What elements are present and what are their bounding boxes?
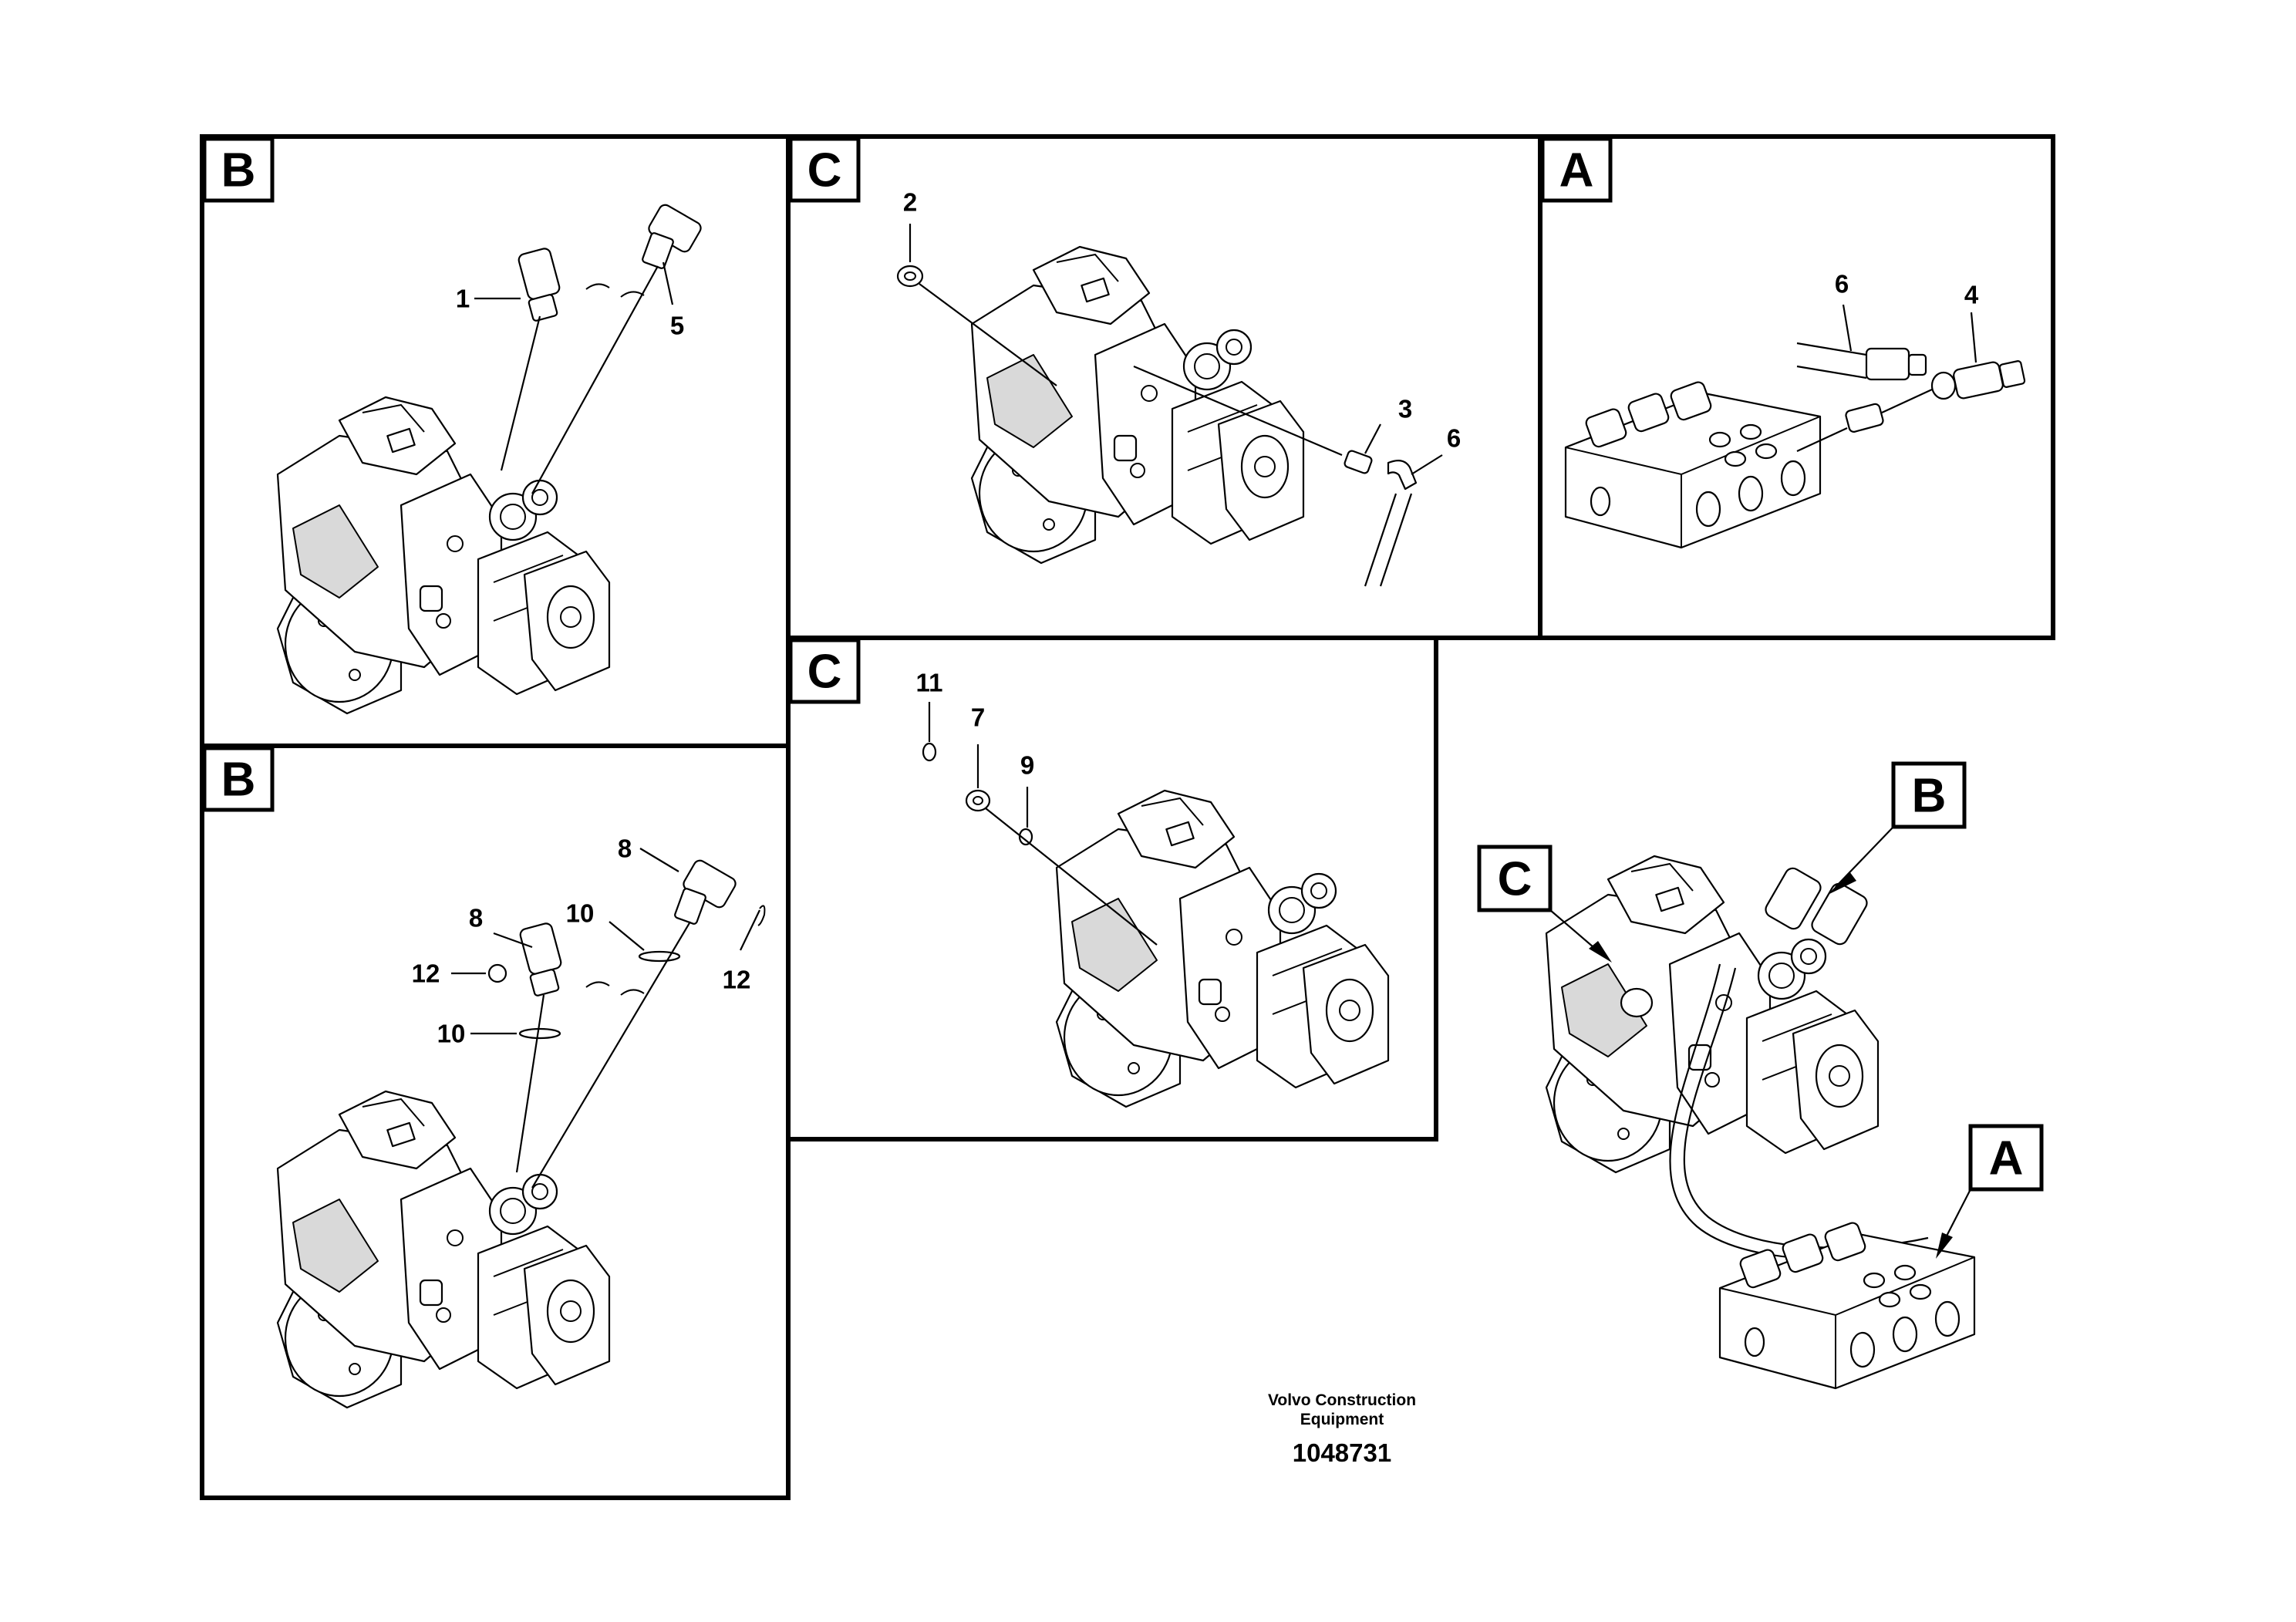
panel-label-b-top: B xyxy=(202,137,275,203)
callout-7: 7 xyxy=(971,703,985,732)
panel-label-b-bottom: B xyxy=(202,746,275,812)
svg-text:A: A xyxy=(1989,1132,2024,1185)
svg-text:C: C xyxy=(807,144,842,197)
panel-c-bottom-drawing: 11 7 9 xyxy=(916,669,1390,1108)
footer-company-line1: Volvo Construction xyxy=(1268,1391,1416,1409)
panel-label-c-bottom: C xyxy=(788,638,861,704)
panel-b-top-drawing: 1 5 xyxy=(276,204,702,715)
svg-text:C: C xyxy=(1498,853,1532,906)
callout-12-right: 12 xyxy=(723,966,751,994)
callout-5: 5 xyxy=(670,312,684,340)
fitting-8-left-icon xyxy=(519,922,562,996)
washer-10-upper-icon xyxy=(638,950,681,963)
oring-12-right-icon xyxy=(757,905,766,926)
callout-6-hose: 6 xyxy=(1447,424,1461,453)
footer: Volvo Construction Equipment 1048731 xyxy=(1268,1391,1416,1467)
panel-frame-a xyxy=(1538,134,2055,640)
fitting-1-icon xyxy=(518,248,561,322)
oring-11-icon xyxy=(922,742,937,762)
svg-text:B: B xyxy=(221,754,256,807)
callout-11: 11 xyxy=(916,669,943,697)
callout-4: 4 xyxy=(1964,281,1979,309)
fitting-3-icon xyxy=(1344,450,1373,474)
overview-label-a: A xyxy=(1936,1124,2044,1259)
seal-9-icon xyxy=(1018,828,1033,846)
fitting-4-icon xyxy=(1930,360,2026,400)
washer-10-lower-icon xyxy=(518,1027,561,1040)
svg-text:C: C xyxy=(807,646,842,699)
callout-8-left: 8 xyxy=(469,904,483,932)
adapter-icon xyxy=(1845,403,1884,433)
panel-frame-c-bottom xyxy=(786,636,1438,1141)
panel-frame-b-bottom xyxy=(200,744,791,1500)
oring-12-left-icon xyxy=(487,963,507,983)
overview-assembly: B C A xyxy=(1477,761,2044,1390)
plug-2-icon xyxy=(896,265,924,288)
fitting-5-icon xyxy=(642,204,702,269)
svg-text:B: B xyxy=(1912,770,1947,823)
svg-text:A: A xyxy=(1559,144,1594,197)
hose-6-a-icon xyxy=(1796,342,1927,381)
overview-label-c: C xyxy=(1477,845,1612,963)
hose-6-icon xyxy=(1364,459,1418,587)
callout-9: 9 xyxy=(1020,751,1034,780)
svg-text:B: B xyxy=(221,144,256,197)
callout-3: 3 xyxy=(1398,395,1412,423)
panel-label-a: A xyxy=(1540,137,1613,203)
panel-label-c-top: C xyxy=(788,137,861,203)
panel-a-drawing: 6 4 xyxy=(1564,270,2026,549)
callout-8-right: 8 xyxy=(618,835,632,863)
panel-b-bottom-drawing: 8 8 10 10 12 12 xyxy=(276,835,766,1409)
fitting-8-right-icon xyxy=(674,859,737,925)
figure-number: 1048731 xyxy=(1293,1438,1391,1467)
callout-2: 2 xyxy=(903,188,917,217)
callout-12-left: 12 xyxy=(412,959,440,988)
callout-10-upper: 10 xyxy=(566,899,595,928)
footer-company-line2: Equipment xyxy=(1300,1411,1384,1428)
callout-6-a: 6 xyxy=(1835,270,1849,298)
panel-c-top-drawing: 2 3 6 xyxy=(896,188,1461,587)
overview-label-b: B xyxy=(1828,761,1967,895)
plug-7-icon xyxy=(965,789,991,812)
callout-10-lower: 10 xyxy=(437,1020,466,1048)
callout-1: 1 xyxy=(456,285,470,313)
